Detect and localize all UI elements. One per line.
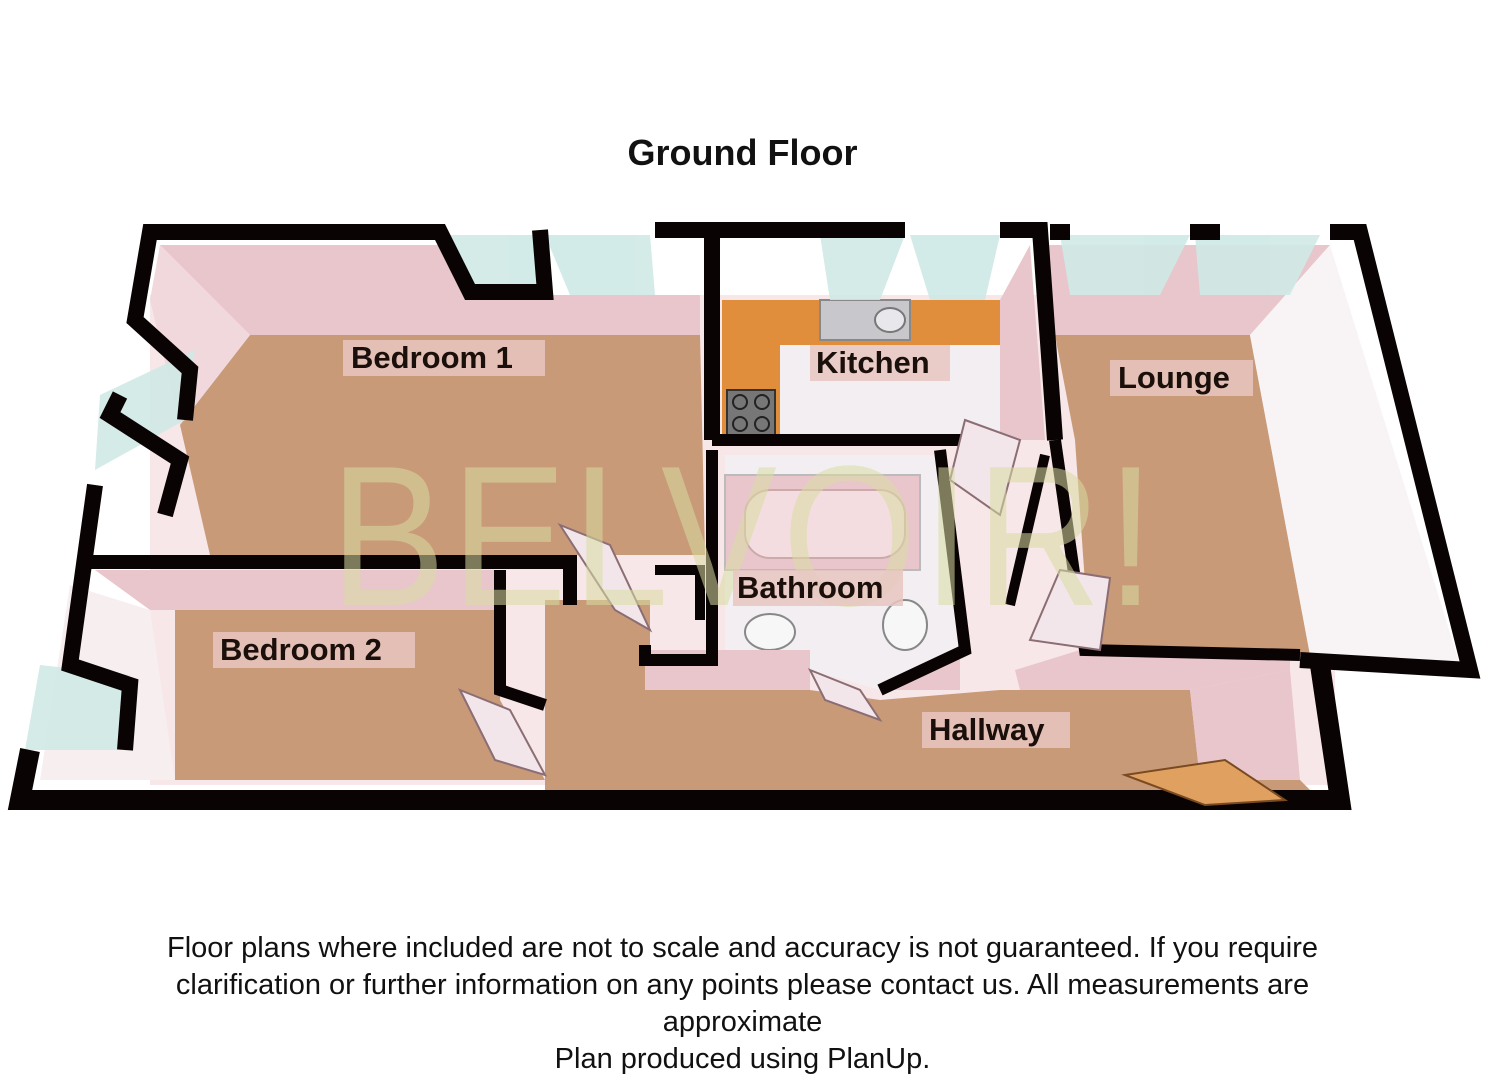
window	[1060, 235, 1190, 295]
bedroom-1-door	[557, 522, 653, 633]
label-bg	[810, 345, 950, 381]
internal-wall	[877, 449, 972, 696]
basin	[882, 599, 928, 651]
windows	[25, 235, 1320, 750]
floor-title: Ground Floor	[627, 132, 858, 173]
label-bg	[1110, 360, 1253, 396]
disclaimer-line: Floor plans where included are not to sc…	[166, 932, 1318, 964]
hob-ring	[732, 394, 748, 410]
watermark: BELVOIR!	[330, 425, 1160, 648]
outer-wall	[126, 224, 554, 421]
kitchen-door	[948, 418, 1022, 517]
outer-wall	[1050, 224, 1481, 679]
label-bg	[213, 632, 415, 668]
lounge-label: Lounge	[1118, 360, 1230, 395]
internal-wall	[1049, 439, 1301, 661]
internal-wall	[494, 570, 547, 711]
window	[1195, 235, 1320, 295]
window	[545, 235, 655, 295]
doors	[457, 418, 1289, 807]
window	[910, 235, 1000, 300]
window	[820, 235, 905, 300]
walls	[7, 222, 1481, 810]
internal-wall	[1005, 453, 1050, 607]
floor-plan: BELVOIR! Bedroom 1 Kitchen Lounge Bathro…	[7, 222, 1481, 810]
room-labels: Bedroom 1 Kitchen Lounge Bathroom Bedroo…	[213, 340, 1253, 748]
hob-ring	[732, 416, 748, 432]
internal-wall	[85, 555, 577, 605]
kitchen-label: Kitchen	[816, 345, 930, 380]
bathroom-label: Bathroom	[737, 570, 883, 605]
bedroom-2-door	[457, 688, 548, 777]
lounge-floor	[1055, 335, 1310, 655]
front-door	[1121, 758, 1289, 807]
bedroom-1-wall-face	[160, 245, 700, 335]
hob-ring	[754, 416, 770, 432]
internal-wall	[639, 450, 718, 666]
window	[95, 350, 195, 470]
hallway-floor	[545, 600, 1310, 790]
sink-bowl	[874, 307, 906, 333]
label-bg	[922, 712, 1070, 748]
bathtub-inner	[744, 489, 906, 559]
window	[25, 665, 130, 750]
outer-wall	[99, 391, 190, 518]
hallway-wall-face	[1015, 650, 1290, 690]
disclaimer: Floor plans where included are not to sc…	[60, 930, 1425, 1078]
outer-wall	[655, 222, 1063, 441]
bathroom-door	[807, 668, 883, 722]
hob-ring	[754, 394, 770, 410]
bedroom-2-wall-face	[95, 570, 500, 610]
label-bg	[343, 340, 545, 376]
lounge-door	[1028, 568, 1112, 652]
bedroom-2-label: Bedroom 2	[220, 632, 382, 667]
lounge-right-face	[1250, 245, 1460, 665]
internal-wall	[655, 565, 705, 620]
hallway-label: Hallway	[929, 712, 1045, 747]
disclaimer-line: Plan produced using PlanUp.	[554, 1043, 931, 1075]
bedroom-1-floor	[180, 335, 705, 555]
bedroom-1-label: Bedroom 1	[351, 340, 513, 375]
disclaimer-line: clarification or further information on …	[175, 969, 1310, 1001]
label-bg	[733, 570, 903, 606]
outer-wall	[61, 483, 139, 751]
kitchen-right-face	[1000, 245, 1045, 440]
disclaimer-line: approximate	[662, 1006, 823, 1038]
hallway-right-face	[1190, 670, 1300, 780]
